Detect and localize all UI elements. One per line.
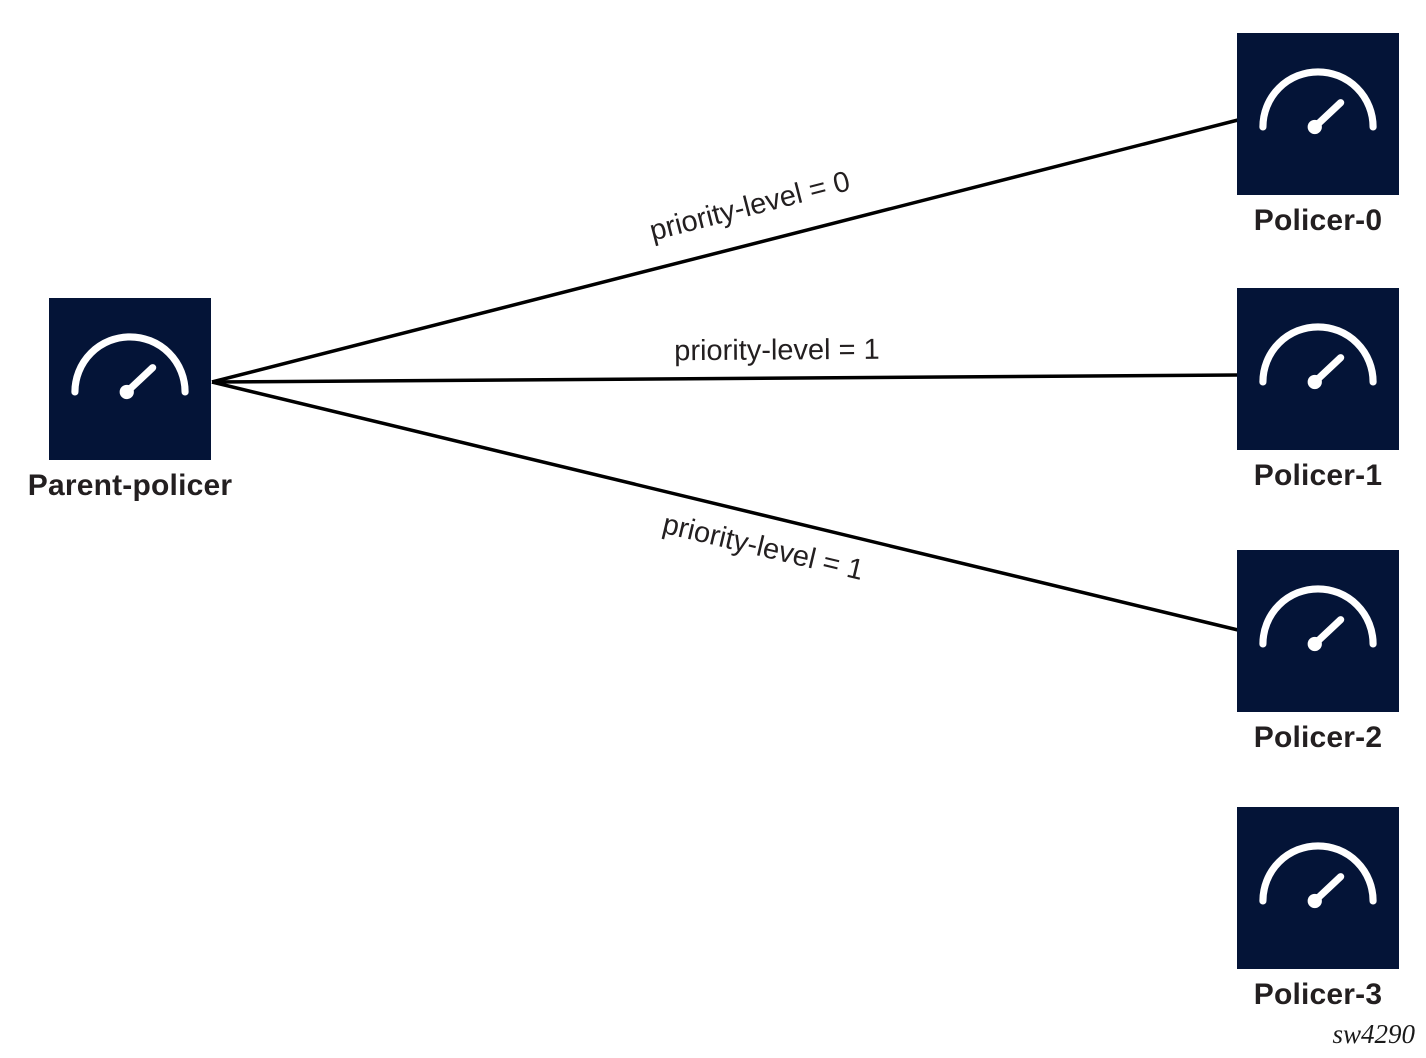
edge-parent-to-policer2 [211, 380, 1239, 632]
gauge-icon [1237, 807, 1399, 969]
node-label-policer-1: Policer-1 [1253, 459, 1383, 492]
edge-parent-to-policer1 [211, 373, 1239, 384]
node-policer-1: Policer-1 [1237, 288, 1399, 492]
gauge-icon [1237, 33, 1399, 195]
node-label-policer-3: Policer-3 [1253, 978, 1383, 1011]
node-label-policer-2: Policer-2 [1253, 721, 1383, 754]
node-parent-policer: Parent-policer [28, 298, 232, 502]
edge-label-priority-level-1: priority-level = 1 [674, 333, 880, 368]
edge-parent-to-policer0 [211, 118, 1239, 384]
node-policer-0: Policer-0 [1237, 33, 1399, 237]
gauge-icon [49, 298, 211, 460]
node-label-parent-policer: Parent-policer [27, 469, 233, 502]
node-policer-2: Policer-2 [1237, 550, 1399, 754]
gauge-icon [1237, 550, 1399, 712]
node-policer-3: Policer-3 [1237, 807, 1399, 1011]
gauge-icon [1237, 288, 1399, 450]
node-label-policer-0: Policer-0 [1253, 204, 1383, 237]
figure-watermark: sw4290 [1332, 1019, 1415, 1049]
